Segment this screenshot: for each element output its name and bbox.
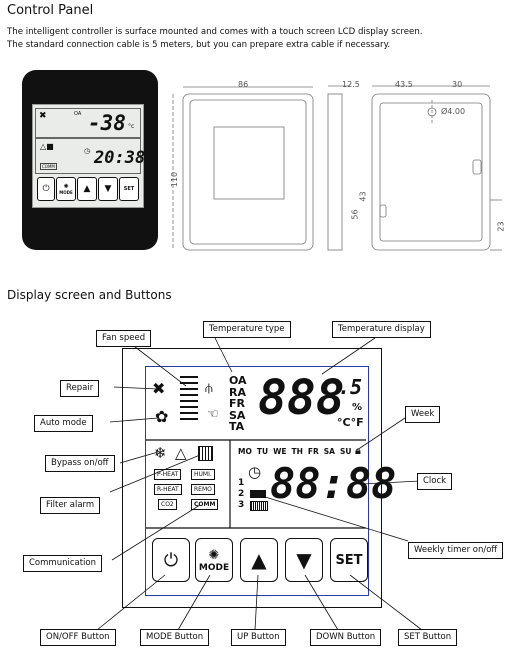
- down-button[interactable]: ▼: [285, 538, 323, 582]
- label-fan-speed: Fan speed: [96, 330, 152, 347]
- module-r-heat: R-HEAT: [154, 484, 182, 495]
- label-mode-button: MODE Button: [140, 629, 210, 646]
- lock-icon: 🔒︎: [355, 444, 361, 457]
- device-up-icon: ▲: [83, 184, 91, 194]
- section-title: Display screen and Buttons: [7, 288, 172, 302]
- device-fan-icon: ✖: [39, 111, 47, 121]
- device-clock-box: △■ COMM ◷ 20:38: [35, 138, 145, 174]
- device-power-icon: ⏻: [42, 184, 50, 194]
- dim-width: 86: [238, 80, 249, 89]
- temp-decimal: .5: [338, 375, 363, 399]
- device-power-button[interactable]: ⏻: [37, 177, 55, 201]
- device-temp-unit: °c: [128, 123, 135, 130]
- label-weekly-timer: Weekly timer on/off: [408, 542, 504, 559]
- device-down-button[interactable]: ▼: [98, 177, 118, 201]
- timer-icon-2: [250, 501, 268, 511]
- temp-unit-cf: °C°F: [337, 416, 364, 429]
- label-clock: Clock: [417, 473, 453, 490]
- timer-icon-1: [250, 490, 266, 498]
- auto-mode-icon: ✿: [155, 407, 169, 426]
- device-set-button[interactable]: SET: [119, 177, 139, 201]
- device-clock: 20:38: [94, 148, 146, 168]
- label-set-button: SET Button: [398, 629, 458, 646]
- set-button[interactable]: SET: [330, 538, 368, 582]
- dim-435: 43.5: [395, 80, 413, 89]
- label-up-button: UP Button: [231, 629, 286, 646]
- up-button[interactable]: ▲: [240, 538, 278, 582]
- week-days: MO TU WE TH FR SA SU: [238, 447, 352, 456]
- device-screen: ✖ OA -38 °c △■ COMM ◷ 20:38 ⏻ ✺MODE ▲ ▼ …: [32, 104, 145, 208]
- device-filter-icon: △■: [40, 142, 54, 151]
- up-arrow-icon: ▲: [251, 548, 267, 572]
- timer-numbers: 1 2 3: [238, 478, 245, 510]
- device-mode-icon: ✺: [63, 183, 69, 190]
- filter-alarm-icon: △: [175, 444, 187, 462]
- label-bypass: Bypass on/off: [45, 455, 115, 472]
- label-week: Week: [405, 406, 441, 423]
- device-temp-value: -38: [88, 111, 126, 135]
- label-temperature-display: Temperature display: [332, 321, 431, 338]
- label-filter-alarm: Filter alarm: [40, 497, 101, 514]
- label-temperature-type: Temperature type: [203, 321, 291, 338]
- dim-depth: 12.5: [342, 80, 360, 89]
- intro-line-1: The intelligent controller is surface mo…: [7, 27, 423, 37]
- clock-icon: ◷: [248, 463, 262, 481]
- device-temp-box: ✖ OA -38 °c: [35, 108, 141, 138]
- down-arrow-icon: ▼: [296, 548, 312, 572]
- module-humi: HUMI.: [191, 469, 215, 480]
- power-icon: ⏻: [163, 549, 179, 571]
- device-mode-button[interactable]: ✺MODE: [56, 177, 76, 201]
- dim-30: 30: [452, 80, 463, 89]
- mode-fan-icon: ✺: [208, 547, 220, 563]
- temp-digits: 888: [258, 370, 345, 426]
- module-co2: CO2: [158, 499, 177, 510]
- bypass-icon: ❄: [154, 444, 167, 462]
- filter-grid-icon: [198, 446, 213, 461]
- temp-type-list: OA RA FR SA TA: [229, 374, 247, 433]
- label-repair: Repair: [60, 380, 100, 397]
- panel-outline: [122, 348, 382, 608]
- fan-speed-bars: [180, 376, 198, 420]
- device-comm-label: COMM: [40, 163, 57, 170]
- device-down-icon: ▼: [104, 184, 112, 194]
- mode-button[interactable]: ✺ MODE: [195, 538, 233, 582]
- label-communication: Communication: [23, 555, 102, 572]
- percent-sign: %: [352, 402, 363, 413]
- module-remo: REMO: [191, 484, 215, 495]
- intro-line-2: The standard connection cable is 5 meter…: [7, 40, 391, 50]
- module-comm: COMM: [191, 499, 219, 510]
- label-onoff-button: ON/OFF Button: [40, 629, 116, 646]
- dim-hole: Ø4.00: [441, 107, 466, 116]
- hand-icon: ☜: [207, 407, 219, 422]
- heater-icon: ⫛: [205, 381, 213, 396]
- module-p-heat: P-HEAT: [154, 469, 182, 480]
- device-photo: ✖ OA -38 °c △■ COMM ◷ 20:38 ⏻ ✺MODE ▲ ▼ …: [22, 70, 158, 250]
- device-clock-icon: ◷: [84, 147, 91, 155]
- repair-icon: ✖: [152, 379, 166, 398]
- label-down-button: DOWN Button: [310, 629, 382, 646]
- device-oa-label: OA: [74, 111, 82, 117]
- page-title: Control Panel: [7, 3, 94, 18]
- onoff-button[interactable]: ⏻: [152, 538, 190, 582]
- label-auto-mode: Auto mode: [34, 415, 93, 432]
- device-up-button[interactable]: ▲: [77, 177, 97, 201]
